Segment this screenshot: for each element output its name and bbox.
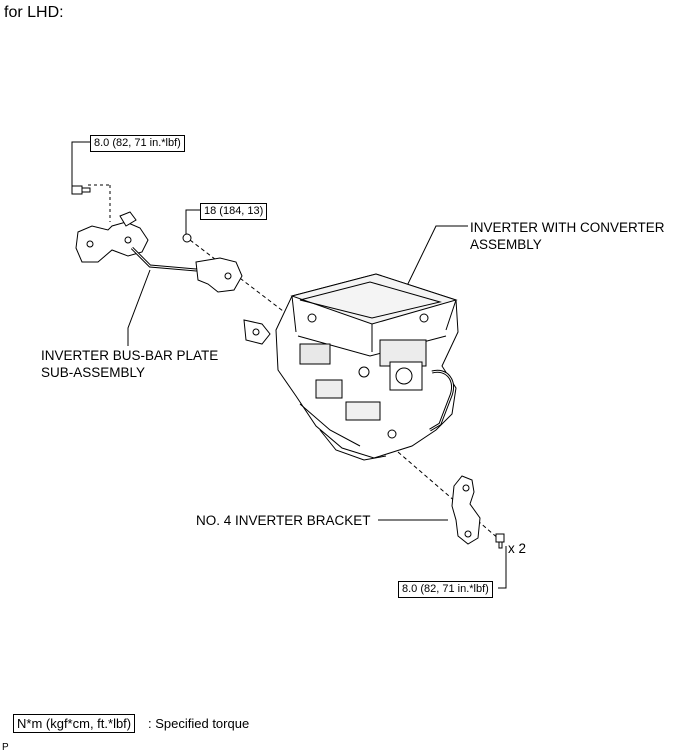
label-inverter-line1: INVERTER WITH CONVERTER [470, 220, 665, 235]
leader-nut [185, 209, 200, 236]
bracket-bolt [495, 533, 505, 549]
torque-box-bracket-bolt: 8.0 (82, 71 in.*lbf) [398, 581, 493, 598]
figure-code: P [2, 742, 9, 753]
legend-text: : Specified torque [148, 716, 250, 731]
busbar-plate [75, 211, 243, 293]
axis-nut-dashed [189, 239, 301, 325]
label-busbar-line1: INVERTER BUS-BAR PLATE [41, 348, 219, 363]
legend-unit-box: N*m (kgf*cm, ft.*lbf) [13, 714, 136, 733]
label-inverter-line2: ASSEMBLY [470, 237, 542, 252]
torque-box-nut: 18 (184, 13) [200, 203, 268, 220]
page-heading: for LHD: [4, 4, 64, 21]
torque-box-busbar-bolt: 8.0 (82, 71 in.*lbf) [90, 135, 185, 152]
leader-inverter [403, 225, 468, 293]
label-bracket: NO. 4 INVERTER BRACKET [196, 513, 371, 528]
quantity-label: x 2 [508, 541, 527, 556]
nut [182, 233, 192, 243]
leader-busbar-bolt [71, 141, 90, 190]
busbar-bolt [71, 185, 91, 195]
leader-bracket-bolt [498, 546, 507, 589]
inverter-bracket [451, 475, 481, 545]
label-busbar-line2: SUB-ASSEMBLY [41, 365, 146, 380]
axis-bracket-dashed [397, 451, 501, 541]
inverter-assembly [243, 273, 459, 461]
leader-busbar-plate [127, 269, 151, 346]
